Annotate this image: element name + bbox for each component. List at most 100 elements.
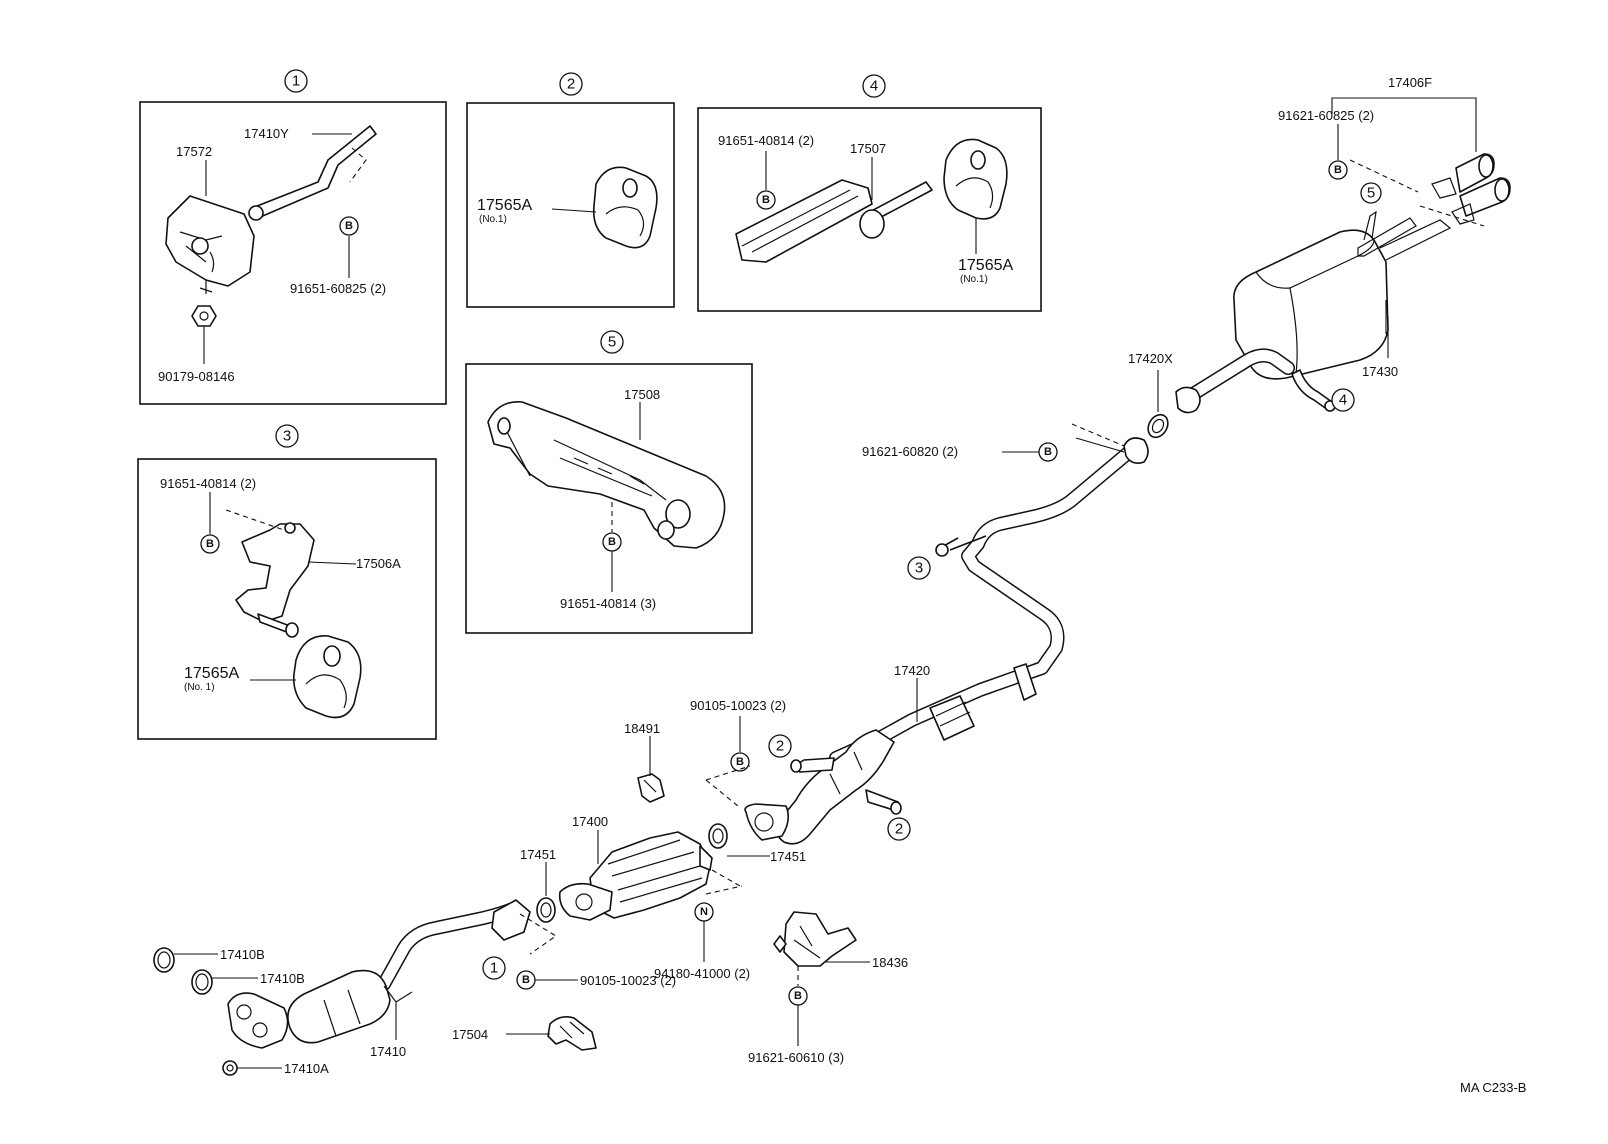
label-no1-box3: (No. 1): [184, 682, 215, 693]
bolt-b-front-text: B: [522, 974, 530, 986]
detail-box-2: 2 17565A (No.1): [466, 72, 675, 308]
muffler-inlet-pipe[interactable]: [1175, 348, 1295, 414]
bracket-18436-group: 18436 B 91621-60610 (3): [748, 911, 908, 1065]
callout-3-pipe: 3: [915, 560, 923, 577]
callout-2-lower: 2: [895, 821, 903, 838]
label-17565a-box4: 17565A: [958, 257, 1013, 274]
bolt-b-muffler-text: B: [1334, 164, 1342, 176]
label-no1-box2: (No.1): [479, 214, 507, 225]
callout-3-box-circle: [275, 424, 299, 448]
rubber-mount-17572[interactable]: [165, 195, 255, 294]
callout-5-muffler: 5: [1367, 185, 1375, 202]
gasket-17420x[interactable]: [1144, 411, 1172, 441]
rubber-hanger-17565a-box2[interactable]: [592, 166, 658, 249]
label-17506a: 17506A: [356, 556, 401, 571]
callout-1-pipe: 1: [490, 960, 498, 977]
bolt-b-box1-text: B: [345, 220, 353, 232]
rubber-hanger-17565a-box4[interactable]: [943, 138, 1008, 220]
callout-1-box: 1: [292, 73, 300, 90]
label-no1-box4: (No.1): [960, 274, 988, 285]
bolt-b-upper-text: B: [736, 756, 744, 768]
catalytic-converter-assembly: 18491 17451 17400 17451 N 94180-4: [520, 721, 806, 981]
bolt-b-center-text: B: [1044, 446, 1052, 458]
label-17451-left: 17451: [520, 847, 556, 862]
front-pipe-17410[interactable]: [227, 899, 531, 1049]
detail-box-4: 4 B 91651-40814 (2) 17507 17565A (No.1): [697, 74, 1042, 312]
label-90179-08146: 90179-08146: [158, 369, 235, 384]
label-17410b-2: 17410B: [260, 971, 305, 986]
label-91621-60820: 91621-60820 (2): [862, 444, 958, 459]
callout-5-box-circle: [600, 330, 624, 354]
label-17410a: 17410A: [284, 1061, 329, 1076]
front-pipe-assembly: B 90105-10023 (2) 1 17410 17410B 17410B …: [153, 899, 676, 1076]
dash-b-front: [519, 913, 558, 955]
label-91651-60825: 91651-60825 (2): [290, 281, 386, 296]
gasket-17410b-2[interactable]: [191, 969, 213, 995]
detail-box-5: 5 B 17508 91651-40814 (3): [465, 330, 753, 634]
dash-b-center-2: [1071, 423, 1125, 447]
label-94180-41000: 94180-41000 (2): [654, 966, 750, 981]
nut-90179-08146[interactable]: [191, 305, 217, 327]
label-17430: 17430: [1362, 364, 1398, 379]
heat-insulator-17504[interactable]: [547, 1016, 597, 1051]
bracket-17507[interactable]: [735, 179, 933, 263]
label-90105-10023-upper: 90105-10023 (2): [690, 698, 786, 713]
nut-n-marker-text: N: [700, 906, 708, 918]
bolt-b-muffler: [1328, 160, 1348, 180]
callout-1-box-circle: [284, 69, 308, 93]
label-17420: 17420: [894, 663, 930, 678]
dash-b-upper: [705, 765, 751, 807]
dash-b-box3: [225, 509, 285, 531]
detail-box-4-frame: [697, 107, 1042, 312]
label-17565a-box2: 17565A: [477, 197, 532, 214]
bracket-18436[interactable]: [773, 911, 857, 967]
label-91621-60610: 91621-60610 (3): [748, 1050, 844, 1065]
intermediate-pipe-17420[interactable]: [744, 437, 1149, 845]
callout-4-muffler: 4: [1339, 392, 1347, 409]
bolt-b-box5-text: B: [608, 536, 616, 548]
label-91651-40814-box3: 91651-40814 (2): [160, 476, 256, 491]
center-pipe-assembly: 17420X B 91621-60820 (2) 17420: [690, 348, 1295, 845]
label-18491: 18491: [624, 721, 660, 736]
callout-2-upper-circle: [768, 734, 792, 758]
callout-5-box: 5: [608, 334, 616, 351]
callout-2-upper: 2: [776, 738, 784, 755]
bracket-17508[interactable]: [487, 401, 726, 549]
bracket-17506a[interactable]: [235, 522, 315, 638]
leader-17506a: [307, 561, 357, 565]
label-17420x: 17420X: [1128, 351, 1173, 366]
gasket-17410b-1[interactable]: [153, 947, 175, 973]
nut-17410a[interactable]: [222, 1060, 238, 1076]
hanger-rod-17410y[interactable]: [248, 125, 377, 221]
detail-box-1: 1 B 17410Y 17572 91651-60825 (2) 90179-0…: [139, 69, 447, 405]
label-17504: 17504: [452, 1027, 488, 1042]
bolt-b-18436-text: B: [794, 990, 802, 1002]
gasket-17451-right[interactable]: [708, 823, 728, 849]
rubber-hanger-17565a-box3[interactable]: [292, 635, 362, 719]
label-91651-40814-3: 91651-40814 (3): [560, 596, 656, 611]
detail-box-3-frame: [137, 458, 437, 740]
callout-4-muffler-circle: [1331, 388, 1355, 412]
callout-2-box: 2: [567, 76, 575, 93]
bolt-b-box4: [756, 190, 776, 210]
callout-5-muffler-circle: [1360, 182, 1382, 204]
dash-b-box1: [349, 147, 367, 183]
tail-pipe-tips-17406f[interactable]: [1431, 153, 1511, 225]
bolt-b-upper: [730, 752, 750, 772]
label-17451-right: 17451: [770, 849, 806, 864]
catalytic-converter-17400[interactable]: [558, 831, 713, 921]
bolt-b-box3: [200, 534, 220, 554]
label-17410y: 17410Y: [244, 126, 289, 141]
bracket-18491[interactable]: [637, 773, 665, 803]
label-18436: 18436: [872, 955, 908, 970]
bolt-b-box3-text: B: [206, 538, 214, 550]
muffler-17430[interactable]: [1233, 210, 1452, 412]
detail-box-5-frame: [465, 363, 753, 634]
label-17572: 17572: [176, 144, 212, 159]
bolt-b-box1: [339, 216, 359, 236]
label-17410: 17410: [370, 1044, 406, 1059]
leader-17406f: [1331, 97, 1477, 152]
callout-3-pipe-circle: [907, 556, 931, 580]
gasket-17451-left[interactable]: [536, 897, 556, 923]
label-91651-40814-box4: 91651-40814 (2): [718, 133, 814, 148]
